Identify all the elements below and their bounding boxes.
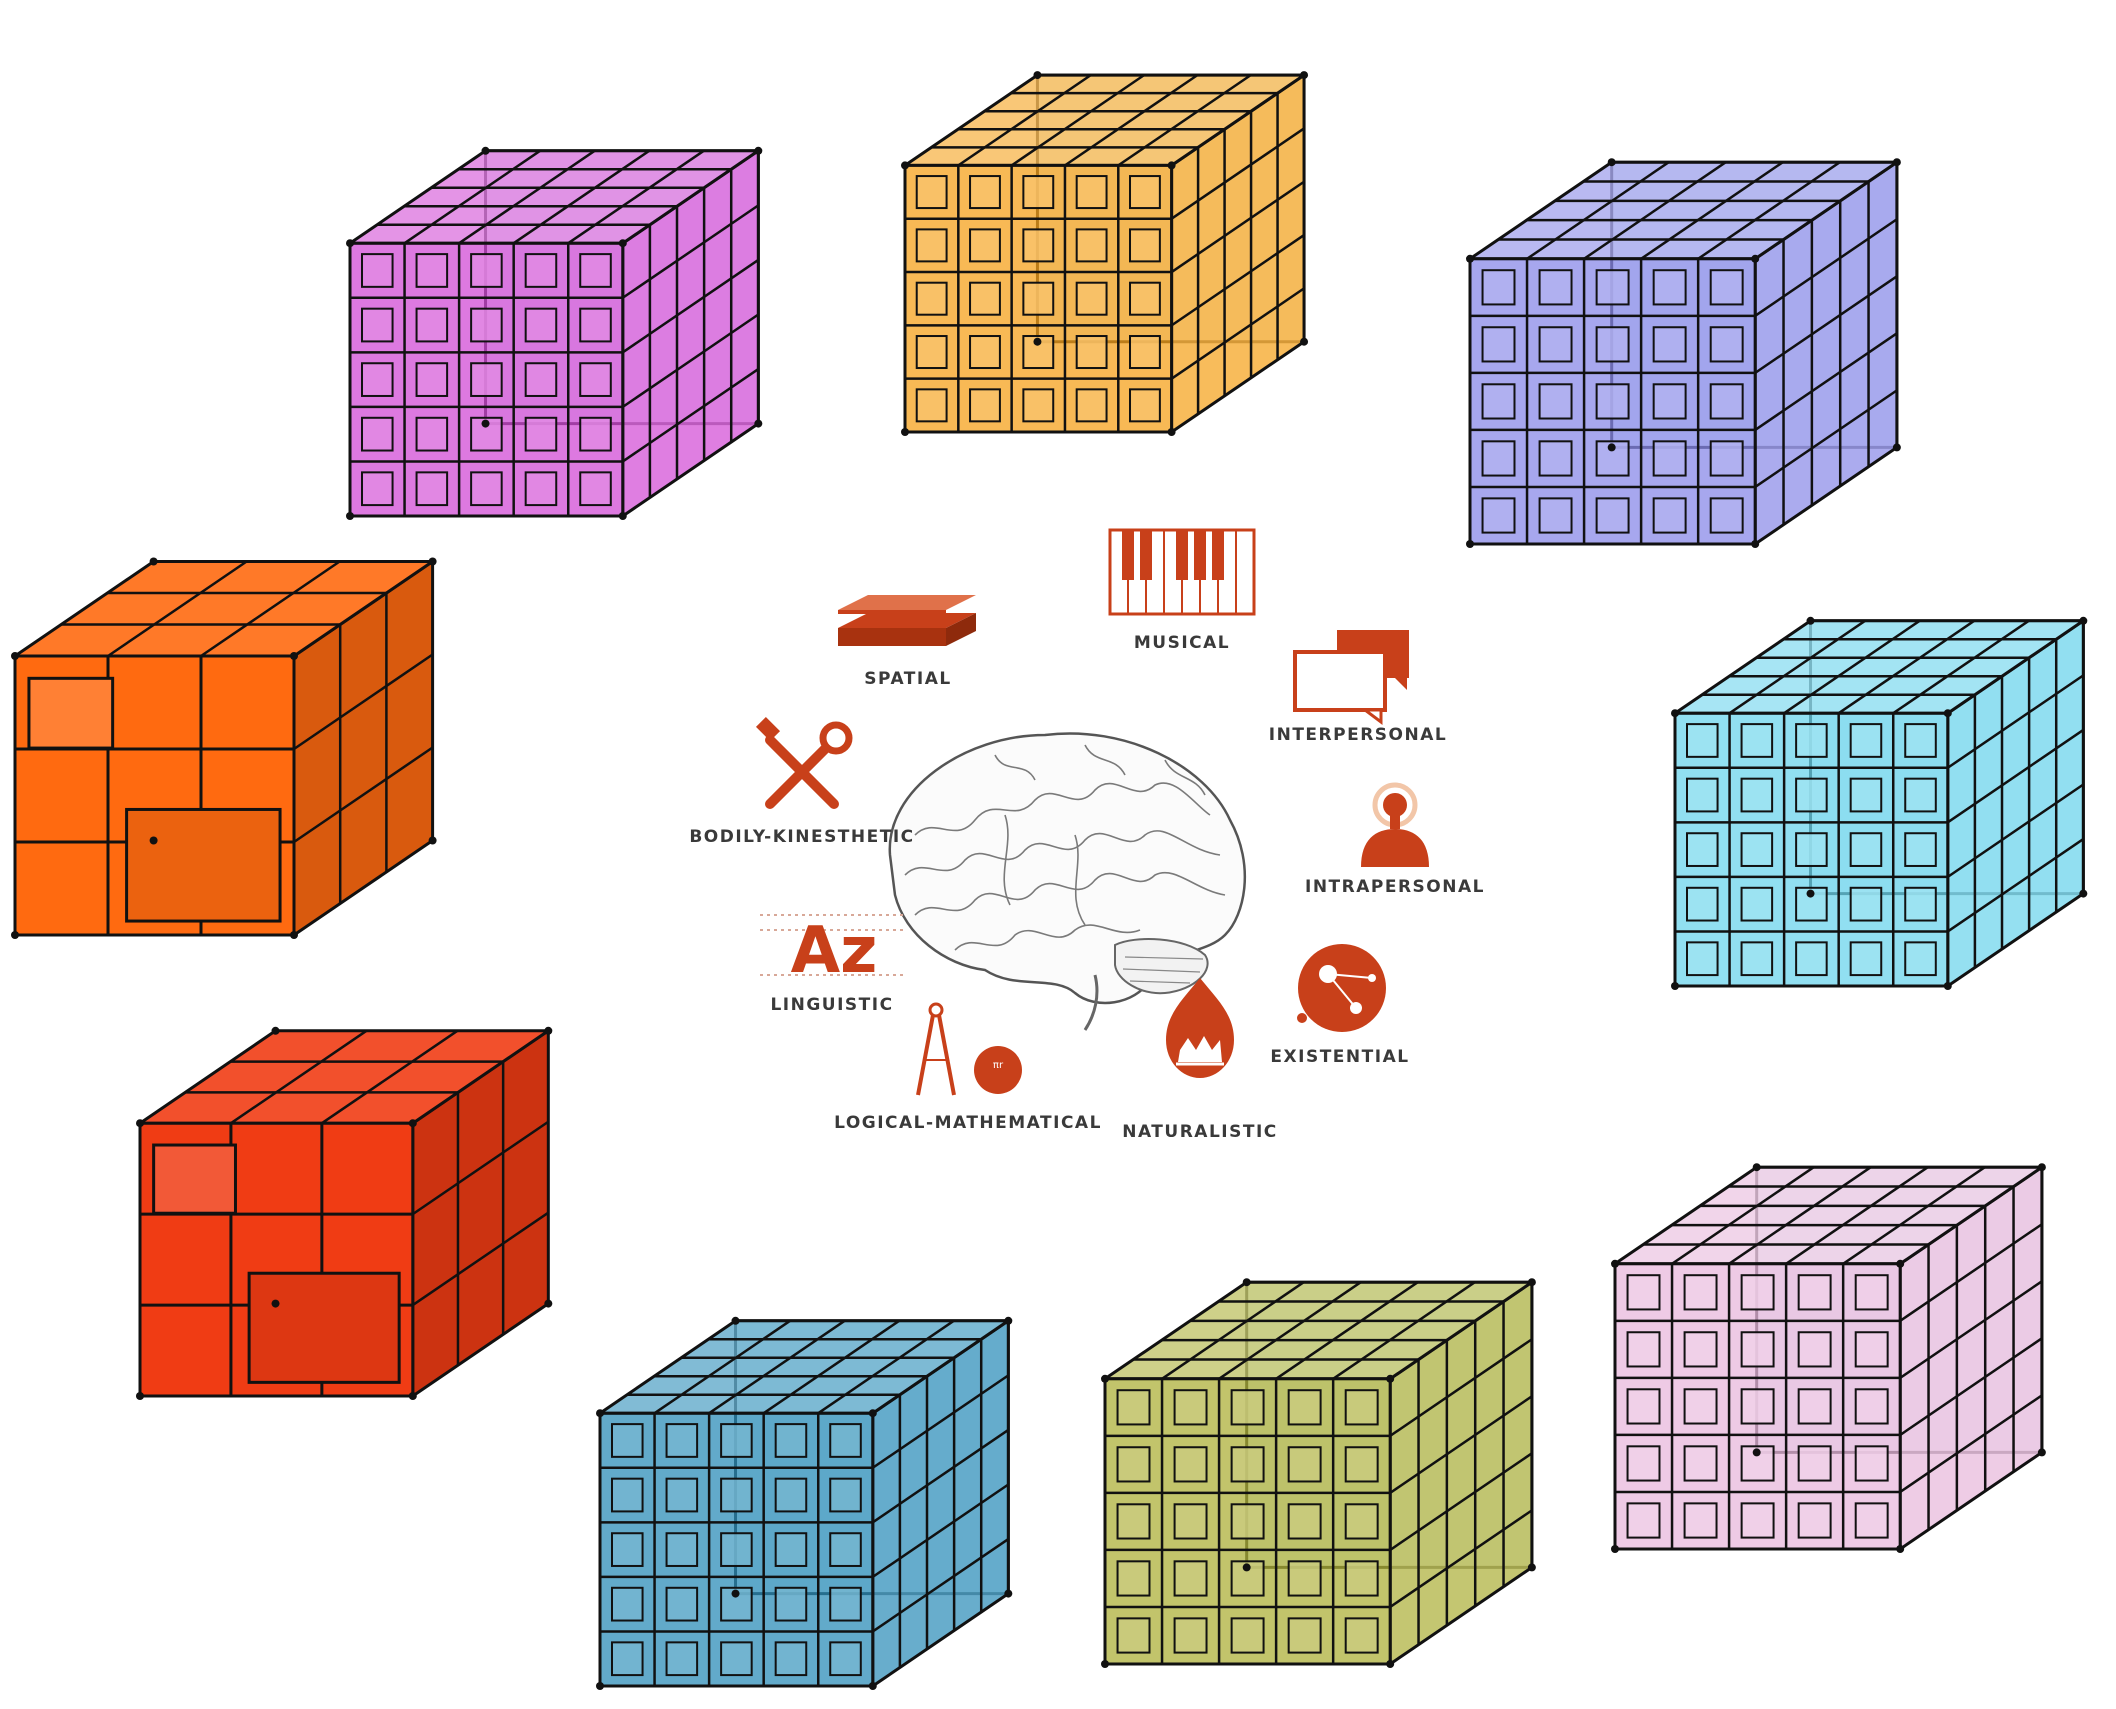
pi-circle-icon: πr (974, 1046, 1022, 1094)
naturalistic-item: NATURALISTIC (1122, 978, 1278, 1142)
existential-label: EXISTENTIAL (1270, 1047, 1409, 1067)
linguistic-item: Az LINGUISTIC (760, 914, 905, 1015)
brain-icon (888, 732, 1247, 1031)
spatial-label: SPATIAL (864, 669, 951, 689)
orange-cube (11, 557, 437, 939)
svg-text:πr: πr (993, 1060, 1004, 1071)
interpersonal-item: INTERPERSONAL (1269, 630, 1447, 745)
bodily-kinesthetic-item: BODILY-KINESTHETIC (689, 716, 914, 847)
piano-keys-icon (1108, 528, 1256, 616)
intrapersonal-label: INTRAPERSONAL (1305, 877, 1485, 897)
orbit-icon (1297, 944, 1386, 1032)
leaf-flame-icon (1166, 978, 1234, 1078)
layers-icon (838, 595, 976, 646)
letters-icon: Az (760, 914, 905, 988)
yellow-orange-cube (901, 71, 1309, 436)
pink-cube (1611, 1163, 2046, 1553)
periwinkle-cube (1466, 158, 1901, 548)
person-glow-icon (1361, 782, 1429, 867)
musical-label: MUSICAL (1134, 633, 1230, 653)
bodily-kinesthetic-label: BODILY-KINESTHETIC (689, 827, 914, 847)
logical-mathematical-item: πr LOGICAL-MATHEMATICAL (834, 1002, 1102, 1133)
interpersonal-label: INTERPERSONAL (1269, 725, 1447, 745)
linguistic-glyph: Az (791, 914, 878, 988)
olive-cube (1101, 1278, 1536, 1668)
magenta-cube (346, 146, 763, 520)
musical-item: MUSICAL (1108, 528, 1256, 653)
cyan-cube (1671, 616, 2088, 990)
existential-item: EXISTENTIAL (1270, 944, 1409, 1067)
teal-blue-cube (596, 1316, 1013, 1690)
speech-bubbles-icon (1293, 630, 1409, 725)
spatial-item: SPATIAL (838, 595, 976, 689)
tools-icon (755, 716, 853, 809)
logical-mathematical-label: LOGICAL-MATHEMATICAL (834, 1113, 1102, 1133)
compass-icon (916, 1002, 956, 1096)
linguistic-label: LINGUISTIC (770, 995, 893, 1015)
intrapersonal-item: INTRAPERSONAL (1305, 782, 1485, 897)
red-cube (136, 1026, 553, 1400)
cubes-layer (11, 71, 2088, 1690)
naturalistic-label: NATURALISTIC (1122, 1122, 1278, 1142)
